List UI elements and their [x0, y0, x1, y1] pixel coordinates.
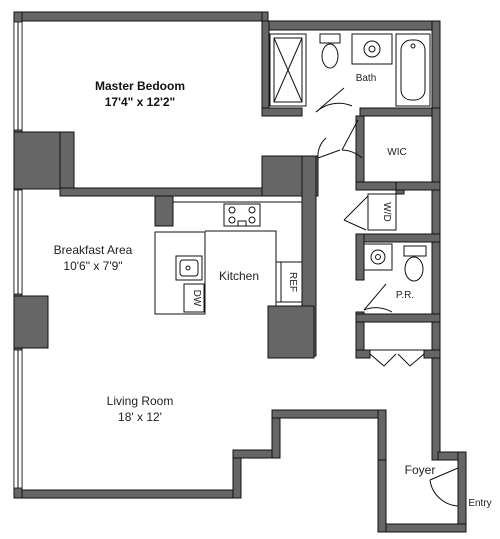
breakfast-area-label: Breakfast Area [54, 243, 133, 257]
bath-door [315, 87, 353, 113]
kitchen-label: Kitchen [219, 269, 259, 283]
foyer-label: Foyer [405, 463, 436, 477]
coat-closet [363, 321, 433, 367]
pr-toilet-tank [403, 245, 427, 257]
entry-door [429, 467, 459, 507]
pr-toilet-bowl [404, 256, 424, 282]
master-bedroom-label: Master Bedoom [95, 79, 185, 93]
refrigerator [275, 261, 303, 303]
kitchen-counters [154, 201, 303, 315]
wd-label: W/D [381, 202, 392, 221]
master-bedroom-size: 17'4" x 12'2" [105, 95, 175, 109]
wic-door [341, 119, 363, 159]
wic-label: WIC [387, 147, 406, 158]
dw-label: DW [191, 290, 202, 307]
bath-toilet-tank [319, 33, 341, 44]
dishwasher [183, 283, 205, 313]
living-room-size: 18' x 12' [118, 410, 162, 424]
bedroom-door [317, 137, 341, 159]
west-windows [13, 21, 23, 489]
interior-walls [59, 115, 441, 359]
entry-label: Entry [468, 498, 491, 509]
bath-fixtures [269, 33, 431, 107]
bath-toilet-bowl [321, 43, 339, 69]
bath-label: Bath [356, 73, 377, 84]
powder-room-label: P.R. [396, 290, 414, 301]
powder-room-fixtures [363, 243, 427, 313]
living-room-label: Living Room [107, 394, 174, 408]
ref-label: REF [287, 272, 298, 292]
breakfast-area-size: 10'6" x 7'9" [63, 259, 122, 273]
washer-dryer [343, 193, 397, 231]
